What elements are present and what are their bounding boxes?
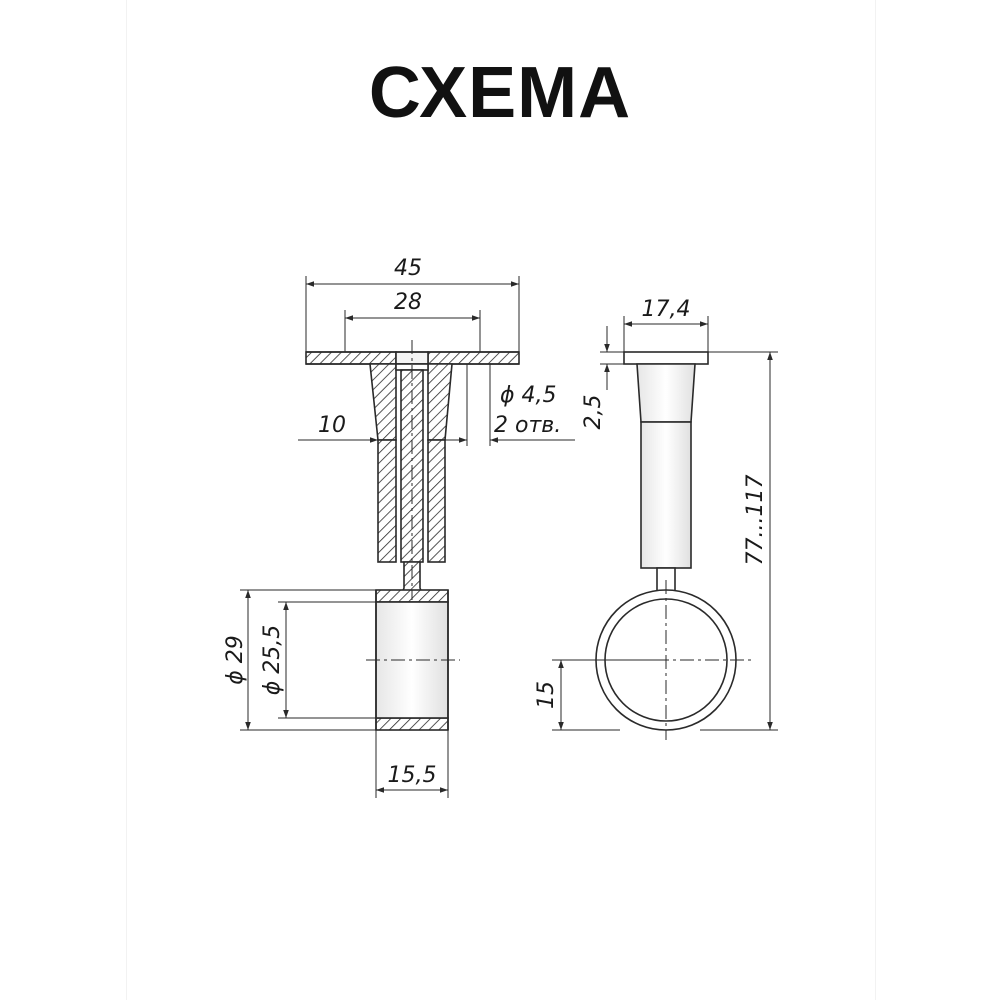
- side-tube: [640, 421, 692, 569]
- dim-15-label: 15: [534, 681, 559, 709]
- dim-10-label: 10: [318, 413, 346, 438]
- page-title: СХЕМА: [368, 53, 632, 133]
- drawing-sheet: [126, 0, 876, 1000]
- tube-section: [377, 363, 446, 563]
- dim-15-5-label: 15,5: [388, 763, 437, 788]
- tapered-sleeve: [636, 363, 696, 423]
- cap: [623, 351, 709, 365]
- dim-inner-diameter-label: ϕ 25,5: [260, 625, 285, 696]
- hub-section: [369, 363, 453, 441]
- dim-total-height-label: 77...117: [743, 475, 768, 566]
- dim-17-4-label: 17,4: [642, 297, 691, 322]
- dim-2-5-label: 2,5: [581, 395, 606, 430]
- dim-outer-diameter-label: ϕ 29: [223, 635, 248, 685]
- dim-hole-count-label: 2 отв.: [494, 413, 561, 438]
- dim-45-label: 45: [394, 256, 422, 281]
- side-view: [552, 316, 778, 740]
- dim-28-label: 28: [394, 290, 422, 315]
- dim-hole-diameter-label: ϕ 4,5: [500, 383, 557, 408]
- front-view: [240, 276, 575, 798]
